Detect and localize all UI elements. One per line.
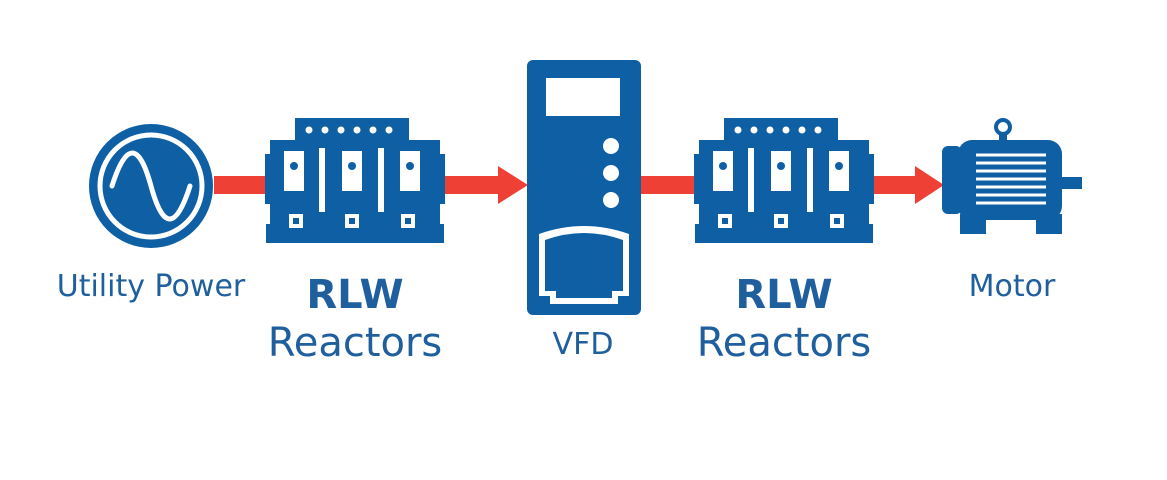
reactor-left-type-label: RLW <box>306 272 404 318</box>
sine-wave-source-icon <box>89 124 213 248</box>
utility-power-label: Utility Power <box>56 269 246 304</box>
reactor-right-label: Reactors <box>696 320 872 366</box>
motor-label: Motor <box>968 269 1056 304</box>
reactor-right-type-label: RLW <box>735 272 833 318</box>
connector-utility-to-reactor <box>214 176 272 194</box>
vfd-label: VFD <box>552 327 614 362</box>
reactor-left-label: Reactors <box>267 320 443 366</box>
reactor-icon-left <box>265 118 445 243</box>
connector-vfd-to-reactor <box>640 176 698 194</box>
arrow-reactor-to-motor <box>868 166 944 204</box>
motor-icon <box>942 118 1082 234</box>
vfd-drive-icon <box>527 60 641 315</box>
flow-arrows <box>214 166 944 204</box>
reactor-icon-right <box>694 118 874 243</box>
arrow-reactor-to-vfd <box>438 166 528 204</box>
